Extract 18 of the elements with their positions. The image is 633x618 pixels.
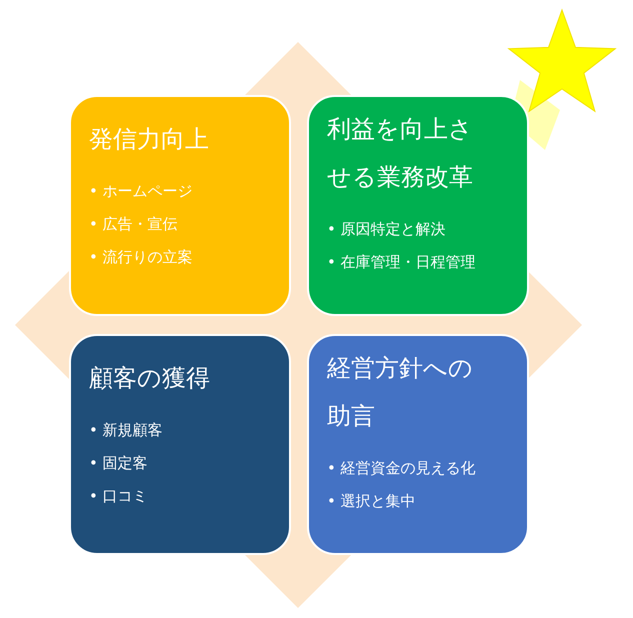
bullet-item: • 新規顧客 [89, 420, 164, 441]
bullet-item: • 原因特定と解決 [327, 219, 447, 240]
box-heading: 発信力向上 [89, 124, 210, 155]
bullet-item: • 口コミ [89, 486, 149, 507]
bullet-item: • ホームページ [89, 181, 194, 202]
bullet-item: • 広告・宣伝 [89, 214, 179, 235]
box-heading: 顧客の獲得 [89, 363, 211, 394]
box-heading: 経営方針への助言 [327, 353, 474, 432]
bullet-item: • 経営資金の見える化 [327, 458, 477, 479]
category-box [307, 95, 529, 316]
category-box [69, 95, 291, 316]
category-box [307, 334, 529, 555]
bullet-item: • 選択と集中 [327, 491, 417, 512]
bullet-item: • 固定客 [89, 453, 149, 474]
bullet-item: • 流行りの立案 [89, 247, 194, 268]
category-box [69, 334, 291, 555]
bullet-item: • 在庫管理・日程管理 [327, 252, 477, 273]
box-heading: 利益を向上させる業務改革 [327, 114, 474, 193]
